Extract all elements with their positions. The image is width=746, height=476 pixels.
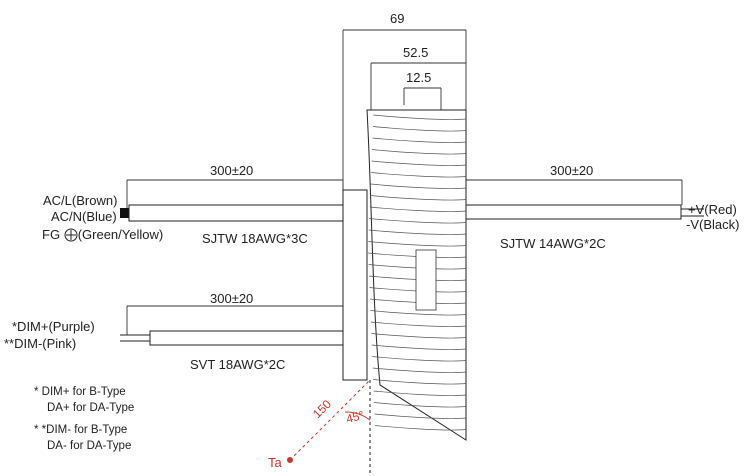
dim-cable (120, 325, 368, 353)
ground-icon (64, 228, 78, 245)
heatsink-fin (370, 195, 467, 201)
heatsink-fin (371, 344, 467, 350)
heatsink-fin (374, 402, 467, 408)
dim-fin-depth: 12.5 (406, 70, 432, 85)
output-cable (465, 204, 704, 220)
heatsink-fin (368, 229, 467, 235)
heatsink-fin (371, 149, 467, 155)
input-cable-spec: SJTW 18AWG*3C (202, 231, 308, 246)
driver-housing (342, 109, 467, 441)
heatsink-fin (370, 321, 467, 327)
heatsink-fin (372, 137, 467, 143)
dim-housing-depth: 52.5 (403, 45, 429, 60)
heatsink-fin (372, 126, 467, 132)
wire-label-ac-n: AC/N(Blue) (51, 209, 117, 224)
heatsink-fin (373, 379, 467, 385)
heatsink-fin (371, 160, 467, 166)
wire-label-neg: -V(Black) (686, 217, 740, 232)
wire-label-dim-pos: *DIM+(Purple) (12, 319, 95, 334)
note-dim-neg-b: * *DIM- for B-Type (34, 424, 128, 436)
note-dim-neg-da: DA- for DA-Type (47, 440, 132, 452)
dim-overall-depth: 69 (390, 11, 405, 26)
dim-dim-cable-length: 300±20 (210, 291, 254, 306)
heatsink-fin (374, 425, 467, 431)
wire-label-dim-neg: **DIM-(Pink) (4, 336, 77, 351)
dim-cable-spec: SVT 18AWG*2C (190, 357, 286, 372)
heatsink-fin (371, 333, 467, 339)
note-dim-pos-b: * DIM+ for B-Type (34, 386, 126, 398)
heatsink-fin (370, 310, 467, 316)
heatsink-fin (373, 114, 467, 120)
input-cable (120, 200, 368, 226)
ta-label: Ta (268, 455, 282, 470)
heatsink-fin (369, 218, 467, 224)
heatsink-fin (372, 356, 467, 362)
fg-prefix: FG (42, 227, 61, 242)
dim-input-cable-length: 300±20 (210, 163, 254, 178)
wire-label-fg: FG (Green/Yellow) (42, 228, 163, 245)
heatsink-fin (372, 367, 467, 373)
heatsink-fin (371, 172, 467, 178)
output-cable-spec: SJTW 14AWG*2C (500, 236, 606, 251)
dim-output-cable-length: 300±20 (550, 163, 594, 178)
heatsink-fin (373, 390, 467, 396)
heatsink-fin (374, 413, 467, 419)
fg-color: (Green/Yellow) (77, 227, 164, 242)
note-dim-pos-da: DA+ for DA-Type (47, 402, 135, 414)
ta-indicator (287, 379, 371, 476)
heatsink-fin (368, 241, 467, 247)
heatsink-fin (369, 206, 467, 212)
wire-label-ac-l: AC/L(Brown) (43, 193, 118, 208)
wire-label-pos: +V(Red) (688, 202, 737, 217)
heatsink-fin (370, 183, 467, 189)
